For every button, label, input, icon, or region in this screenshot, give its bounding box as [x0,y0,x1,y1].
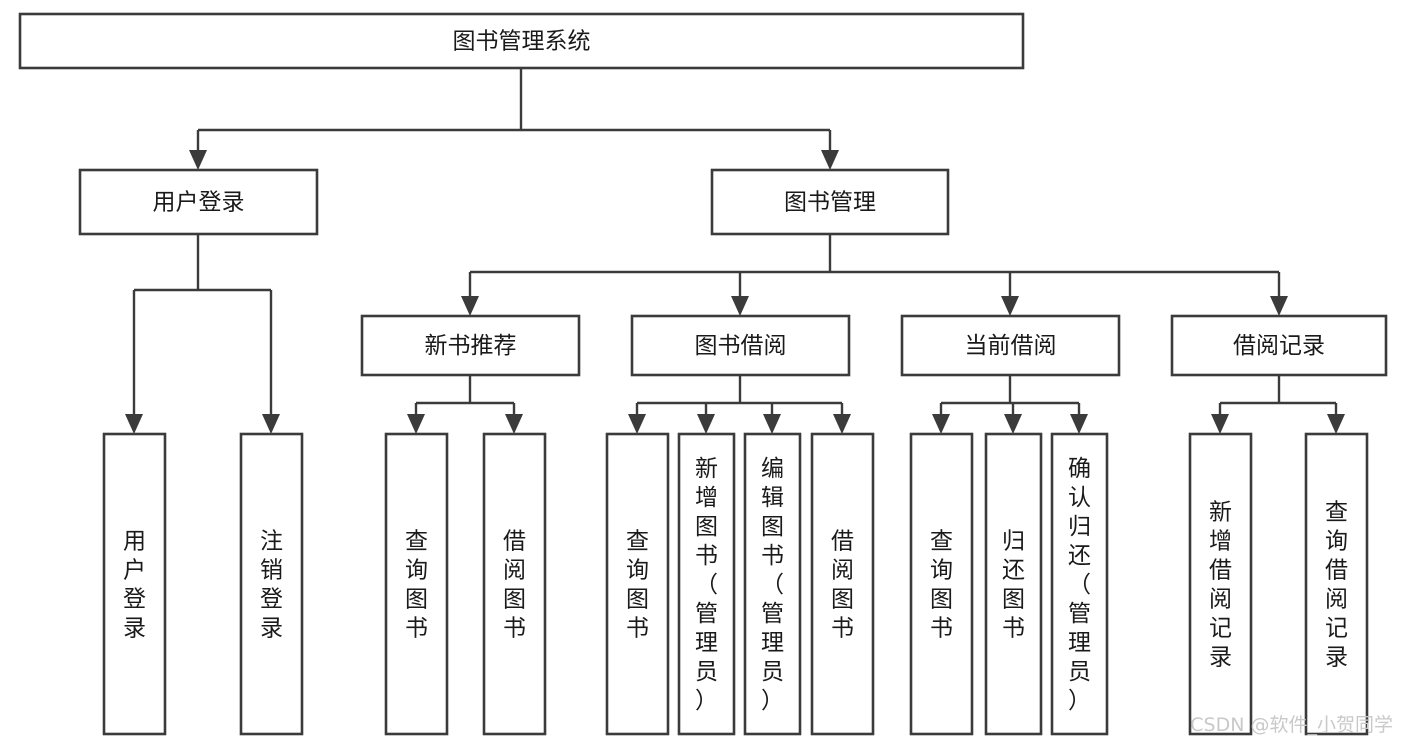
node-leaf-user-login[interactable]: 用户登录 [102,432,167,736]
node-label: 当前借阅 [965,333,1057,359]
node-book-manage[interactable]: 图书管理 [710,168,950,236]
connector-edges-layer [125,68,1345,434]
node-label: 确认归还（管理员） [1068,456,1091,714]
connector-bookborrow_to_leaves [628,375,851,434]
node-label: 图书管理 [784,190,876,216]
node-label: 新增图书（管理员） [695,456,718,714]
node-leaf-query-record[interactable]: 查询借阅记录 [1304,432,1369,736]
node-leaf-query-book-rec[interactable]: 查询图书 [384,432,449,736]
node-label: 查询图书 [405,529,428,642]
connector-level2_to_level3 [461,234,1288,316]
node-label: 查询借阅记录 [1325,500,1348,671]
node-label: 归还图书 [1002,529,1025,642]
connector-root_to_level2 [189,68,839,170]
node-leaf-add-record[interactable]: 新增借阅记录 [1188,432,1253,736]
node-label: 借阅记录 [1233,333,1325,359]
node-leaf-return-book[interactable]: 归还图书 [984,432,1043,736]
connector-borrowrecord_to_leaves [1211,375,1345,434]
node-leaf-query-book-cur[interactable]: 查询图书 [909,432,974,736]
node-label: 查询图书 [626,529,649,642]
node-label: 查询图书 [930,529,953,642]
node-leaf-logout[interactable]: 注销登录 [239,432,304,736]
node-label: 用户登录 [123,529,146,642]
node-label: 新书推荐 [425,333,517,359]
connector-level2_to_leaves_user [125,234,280,434]
node-user-login[interactable]: 用户登录 [78,168,319,236]
node-label: 注销登录 [260,529,283,642]
node-leaf-edit-book[interactable]: 编辑图书（管理员） [743,432,802,736]
node-root[interactable]: 图书管理系统 [18,12,1025,70]
node-leaf-query-book-bor[interactable]: 查询图书 [605,432,670,736]
node-leaf-confirm-return[interactable]: 确认归还（管理员） [1050,432,1109,736]
connector-newbook_to_leaves [407,375,523,434]
node-current-borrow[interactable]: 当前借阅 [900,314,1121,377]
connector-currentborrow_to_leaves [932,375,1088,434]
node-boxes-layer: 图书管理系统用户登录图书管理新书推荐图书借阅当前借阅借阅记录用户登录注销登录查询… [18,12,1388,736]
node-leaf-borrow-book-bor[interactable]: 借阅图书 [810,432,875,736]
node-leaf-add-book[interactable]: 新增图书（管理员） [677,432,736,736]
node-new-book-rec[interactable]: 新书推荐 [360,314,581,377]
node-borrow-record[interactable]: 借阅记录 [1170,314,1388,377]
node-label: 用户登录 [153,190,245,216]
node-label: 借阅图书 [503,529,526,642]
node-label: 新增借阅记录 [1209,500,1232,671]
node-label: 图书借阅 [695,333,787,359]
node-label: 图书管理系统 [453,29,591,55]
csdn-watermark: CSDN @软件_小贺同学 [1190,714,1393,736]
node-label: 借阅图书 [831,529,854,642]
node-label: 编辑图书（管理员） [761,456,784,714]
node-leaf-borrow-book-rec[interactable]: 借阅图书 [482,432,547,736]
node-book-borrow[interactable]: 图书借阅 [630,314,851,377]
